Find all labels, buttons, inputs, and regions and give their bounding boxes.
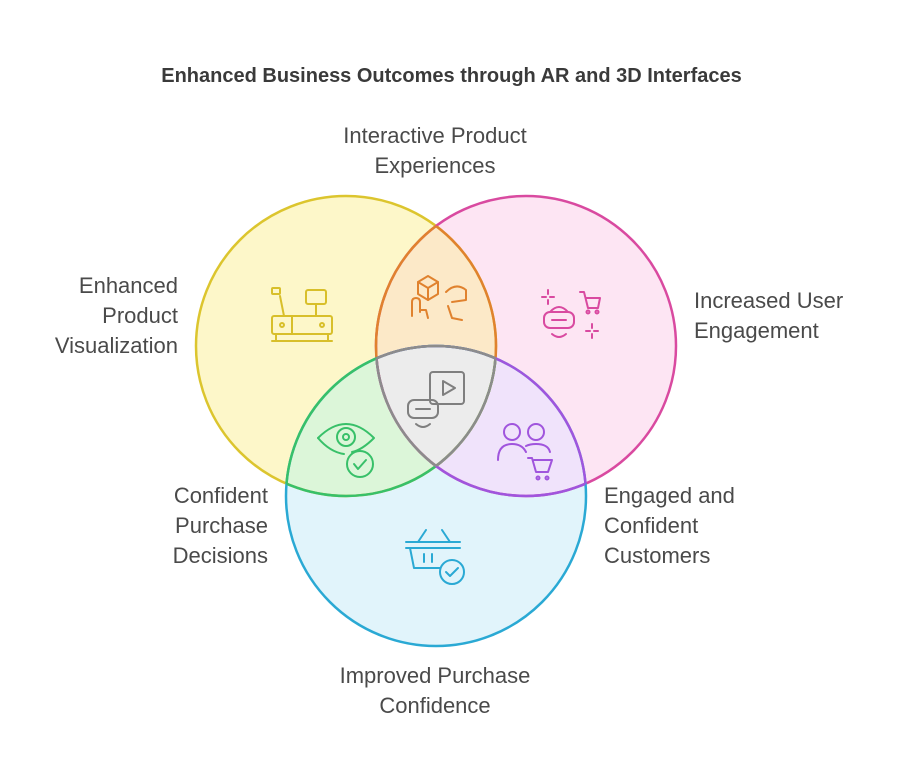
- eye-check-icon: [317, 423, 375, 478]
- label-enhanced-product-visualization: Enhanced Product Visualization: [54, 273, 178, 358]
- label-confident-purchase-decisions: Confident Purchase Decisions: [172, 483, 268, 568]
- diagram-title: Enhanced Business Outcomes through AR an…: [161, 65, 742, 87]
- 3d-interaction-icon: [411, 275, 467, 321]
- overlap-yellow-blue: [286, 346, 496, 496]
- customers-cart-icon: [497, 423, 553, 481]
- vr-video-icon: [407, 371, 465, 428]
- label-improved-purchase-confidence: Improved Purchase Confidence: [339, 663, 531, 718]
- label-increased-user-engagement: Increased User Engagement: [694, 288, 844, 343]
- label-engaged-confident-customers: Engaged and Confident Customers: [604, 483, 735, 568]
- vr-shopping-icon: [541, 289, 601, 339]
- basket-check-icon: [405, 529, 465, 585]
- center-outline-a: [376, 344, 496, 496]
- label-interactive-product-experiences: Interactive Product Experiences: [343, 123, 527, 178]
- overlap-yp-outline-b: [376, 196, 498, 496]
- furniture-icon: [271, 287, 333, 342]
- overlap-yb-outline-b: [286, 346, 498, 498]
- overlap-pb-outline-b: [374, 346, 586, 498]
- overlap-pink-blue: [376, 346, 586, 496]
- overlap-yp-outline-a: [374, 196, 496, 496]
